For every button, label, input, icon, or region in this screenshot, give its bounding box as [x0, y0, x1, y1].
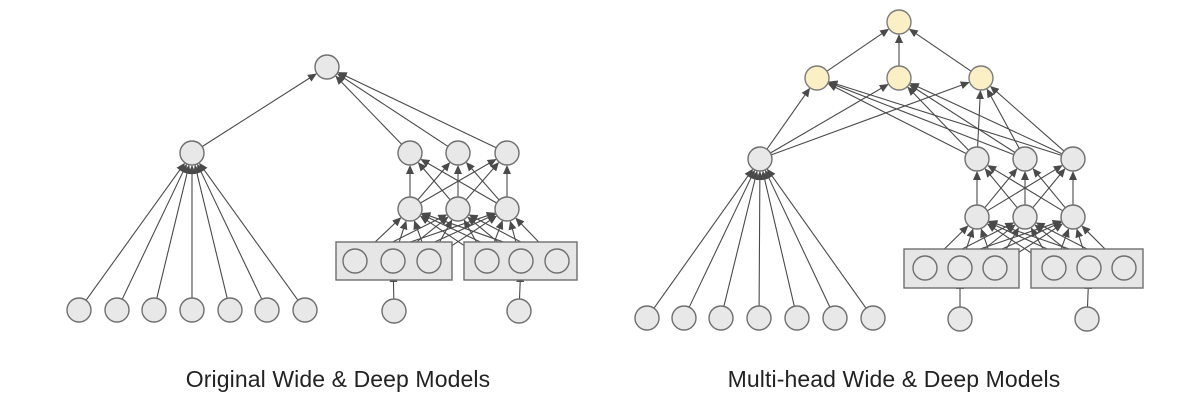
- node-wide-in-6: [822, 305, 848, 331]
- node-emb-a1: [912, 255, 938, 281]
- node-deep-h2-1: [397, 140, 423, 166]
- node-wide-in-4: [179, 297, 205, 323]
- node-deep-h2-2: [1012, 146, 1038, 172]
- node-wide-in-1: [66, 297, 92, 323]
- edge-wide-hidden-to-output: [201, 73, 317, 148]
- node-wide-hidden: [747, 146, 773, 172]
- node-head-2: [886, 65, 912, 91]
- node-deep-h1-2: [1012, 204, 1038, 230]
- edge-deep-h2-1-to-head-2: [907, 86, 970, 151]
- edge-deep-h2-3-to-head-3: [990, 85, 1065, 152]
- node-wide-in-6: [254, 297, 280, 323]
- node-wide-in-2: [671, 305, 697, 331]
- node-emb-b3: [544, 248, 570, 274]
- node-emb-a3: [416, 248, 442, 274]
- node-top: [886, 9, 912, 35]
- edge-wide-in-2-to-wide-hidden: [121, 163, 187, 300]
- edge-deep-h2-2-to-head-3: [986, 88, 1020, 149]
- node-wide-in-1: [634, 305, 660, 331]
- node-wide-in-7: [860, 305, 886, 331]
- node-wide-in-3: [708, 305, 734, 331]
- edge-deep-h2-3-to-head-1: [828, 80, 1062, 156]
- edge-wide-in-5-to-wide-hidden: [760, 170, 795, 307]
- edge-wide-hidden-to-head-3: [771, 81, 970, 156]
- edge-wide-in-3-to-wide-hidden: [723, 170, 759, 307]
- edge-wide-hidden-to-head-2: [770, 83, 889, 154]
- edge-deep-h2-2-to-head-1: [828, 81, 1014, 156]
- node-emb-a2: [947, 255, 973, 281]
- node-sparse-a: [381, 298, 407, 324]
- caption-original-wide-deep: Original Wide & Deep Models: [185, 366, 491, 392]
- edge-wide-in-7-to-wide-hidden: [766, 168, 867, 309]
- node-wide-hidden: [179, 140, 205, 166]
- node-emb-b3: [1111, 255, 1137, 281]
- edge-deep-h2-2-to-output: [337, 73, 449, 147]
- caption-multi-head-wide-deep: Multi-head Wide & Deep Models: [727, 366, 1061, 392]
- node-head-1: [804, 65, 830, 91]
- node-deep-h2-3: [1060, 146, 1086, 172]
- node-emb-a2: [380, 248, 406, 274]
- node-emb-a3: [982, 255, 1008, 281]
- edge-deep-h1-2-to-deep-h2-1: [417, 162, 451, 201]
- node-sparse-b: [506, 298, 532, 324]
- edge-deep-h2-1-to-output: [335, 75, 403, 145]
- edge-wide-in-6-to-wide-hidden: [197, 163, 263, 300]
- node-emb-b1: [1041, 255, 1067, 281]
- edge-wide-in-1-to-wide-hidden: [85, 162, 185, 301]
- edge-wide-in-2-to-wide-hidden: [688, 169, 755, 308]
- edge-deep-h2-2-to-head-2: [909, 84, 1016, 153]
- node-sparse-a: [947, 306, 973, 332]
- node-wide-in-5: [784, 305, 810, 331]
- left-nodes: [66, 54, 570, 324]
- node-emb-b1: [474, 248, 500, 274]
- right-nodes: [634, 9, 1137, 332]
- edge-deep-h1-3-to-deep-h2-1: [420, 158, 497, 204]
- edge-wide-in-4-to-wide-hidden: [755, 171, 764, 307]
- node-wide-in-5: [217, 297, 243, 323]
- edge-wide-in-3-to-wide-hidden: [156, 164, 191, 299]
- node-deep-h1-1: [397, 196, 423, 222]
- edge-deep-h2-3-to-head-2: [909, 83, 1063, 155]
- node-wide-in-2: [104, 297, 130, 323]
- left-input-groups: [335, 241, 578, 281]
- node-deep-h2-2: [445, 140, 471, 166]
- edge-wide-in-5-to-wide-hidden: [193, 164, 228, 299]
- node-wide-in-4: [746, 305, 772, 331]
- edge-wide-in-7-to-wide-hidden: [199, 162, 299, 301]
- edge-wide-hidden-to-head-1: [766, 87, 811, 150]
- node-wide-in-7: [292, 297, 318, 323]
- node-wide-in-3: [141, 297, 167, 323]
- node-sparse-b: [1074, 306, 1100, 332]
- edge-deep-h1-2-to-deep-h2-1: [984, 168, 1018, 209]
- edge-wide-in-1-to-wide-hidden: [653, 168, 754, 309]
- node-emb-a1: [342, 248, 368, 274]
- edge-deep-h1-3-to-deep-h2-2: [1032, 168, 1066, 209]
- node-head-3: [968, 65, 994, 91]
- multi-head-wide-deep-model: [634, 9, 1144, 332]
- node-deep-h2-1: [964, 146, 990, 172]
- left-edges: [85, 72, 550, 301]
- edge-head-1-to-top: [826, 28, 890, 72]
- edge-deep-h1-3-to-deep-h2-2: [465, 162, 500, 201]
- node-deep-h1-3: [494, 196, 520, 222]
- node-deep-h1-3: [1060, 204, 1086, 230]
- node-emb-b2: [1076, 255, 1102, 281]
- edge-deep-h1-3-to-deep-h2-1: [987, 165, 1063, 212]
- node-output: [314, 54, 340, 80]
- edge-deep-h2-1-to-head-1: [827, 83, 967, 155]
- edge-deep-h2-1-to-head-3: [976, 90, 984, 148]
- node-deep-h1-1: [964, 204, 990, 230]
- node-deep-h2-3: [494, 140, 520, 166]
- edge-wide-in-6-to-wide-hidden: [765, 169, 831, 308]
- edge-deep-h2-3-to-output: [337, 72, 497, 149]
- right-input-groups: [903, 248, 1144, 289]
- original-wide-deep-model: [66, 54, 578, 324]
- node-deep-h1-2: [445, 196, 471, 222]
- edge-head-3-to-top: [908, 28, 972, 72]
- node-emb-b2: [508, 248, 534, 274]
